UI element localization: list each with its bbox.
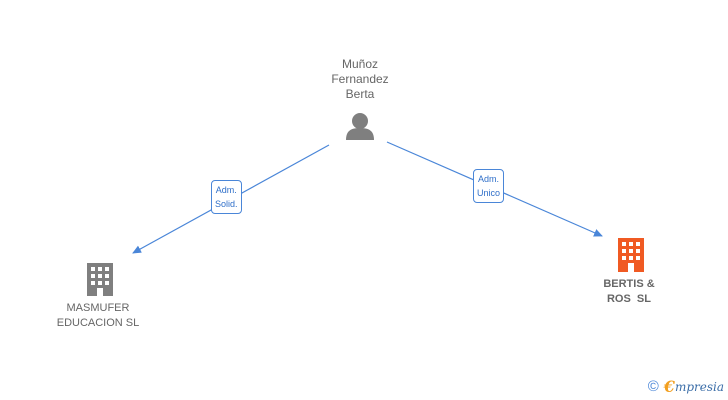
person-name[interactable]: Muñoz Fernandez Berta <box>310 57 410 102</box>
brand-initial: € <box>663 377 675 396</box>
company-name-line1: BERTIS & <box>603 278 655 290</box>
company-name-line2: EDUCACION SL <box>56 317 140 329</box>
edge-label-adm-unico[interactable]: Adm. Unico <box>473 169 505 203</box>
company-name-line1: MASMUFER <box>66 302 130 314</box>
person-name-line1: Muñoz <box>341 57 379 71</box>
edge-label-line1: Adm. <box>215 185 237 195</box>
edge-label-line2: Unico <box>477 188 501 198</box>
empresia-logo[interactable]: © € mpresia <box>648 377 724 396</box>
person-icon[interactable] <box>346 113 374 140</box>
company-name-masmufer[interactable]: MASMUFER EDUCACION SL <box>38 301 158 331</box>
edge-label-line1: Adm. <box>478 174 500 184</box>
brand-name: mpresia <box>674 379 724 394</box>
edge-label-line2: Solid. <box>215 199 238 209</box>
building-icon-masmufer[interactable] <box>87 263 113 296</box>
person-name-line3: Berta <box>345 87 375 101</box>
building-icon-bertis[interactable] <box>618 238 644 272</box>
person-name-line2: Fernandez <box>331 72 389 86</box>
copyright-symbol: © <box>647 378 659 395</box>
company-name-line2: ROS SL <box>606 293 651 305</box>
company-name-bertis[interactable]: BERTIS & ROS SL <box>579 277 679 307</box>
edge-label-adm-solid[interactable]: Adm. Solid. <box>211 180 242 214</box>
